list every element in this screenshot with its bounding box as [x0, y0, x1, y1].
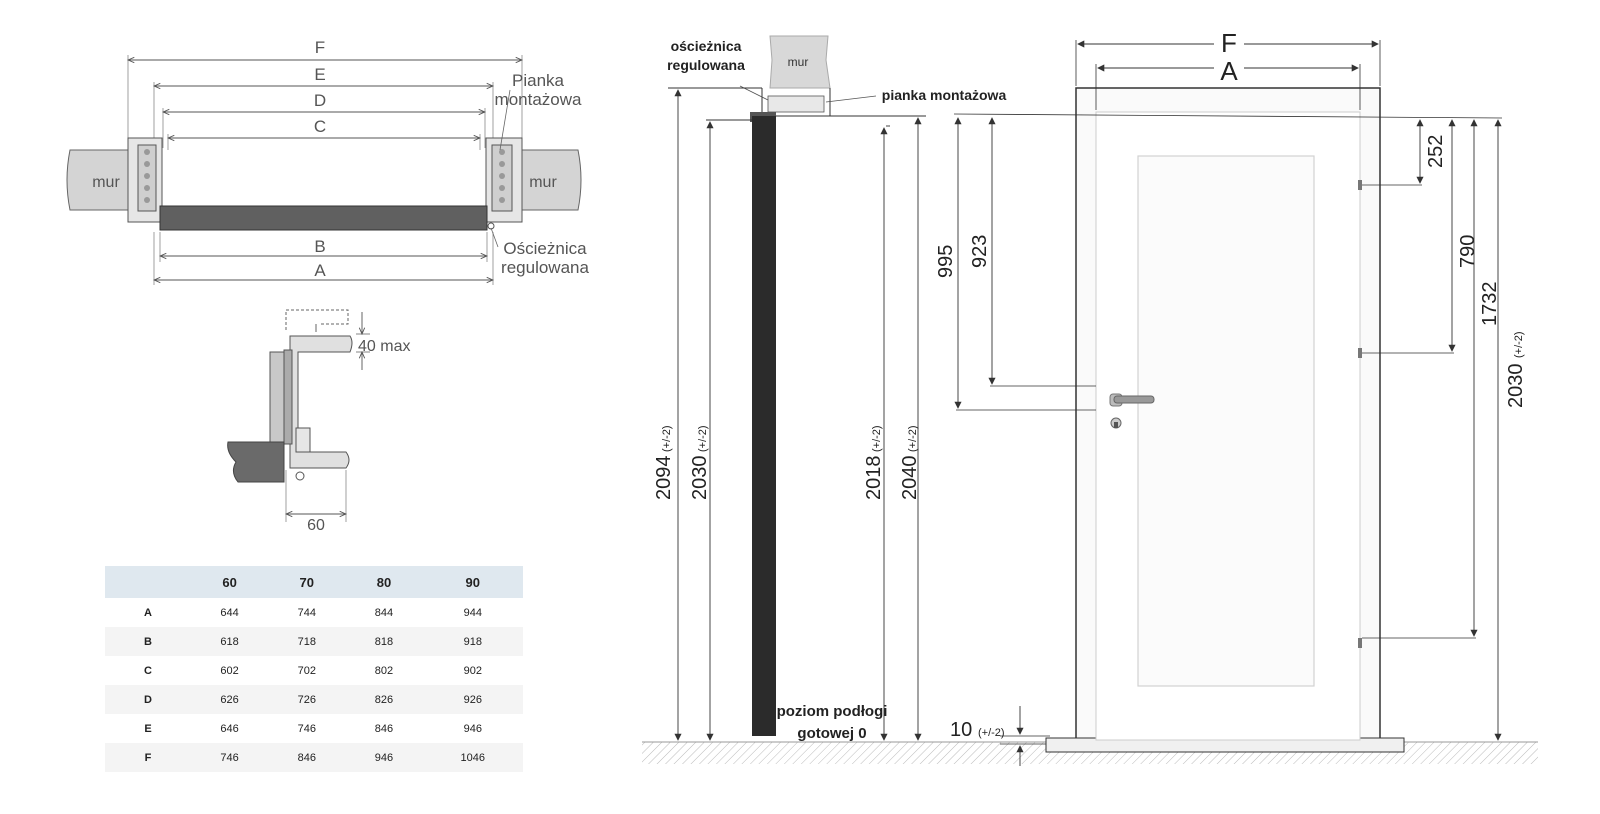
label-2030-door: 2030 [1505, 364, 1527, 409]
table-cell: 926 [422, 685, 523, 714]
table-cell: 602 [220, 664, 239, 677]
hinge-top [1358, 180, 1362, 190]
table-cell: 618 [191, 627, 269, 656]
label-40-max: 40 max [358, 338, 410, 355]
label-c: C [314, 117, 326, 136]
label-10: 10 [950, 719, 972, 741]
row-label: F [105, 743, 191, 772]
label-oscieznica-side-2: regulowana [667, 57, 745, 73]
tol-2030-door: (+/-2) [1513, 331, 1525, 358]
label-2094: 2094 [653, 456, 675, 501]
label-a-door: A [1220, 56, 1238, 86]
table-cell: 626 [191, 685, 269, 714]
label-2040: 2040 [899, 456, 921, 501]
wall-left [66, 149, 131, 211]
table-cell: 844 [374, 606, 394, 619]
label-1732: 1732 [1479, 282, 1501, 327]
table-cell: 744 [297, 606, 316, 619]
label-f-door: F [1221, 28, 1237, 58]
label-b: B [314, 237, 325, 256]
hinge-bottom [1358, 638, 1362, 648]
label-2030-side: 2030 [689, 456, 711, 501]
table-row: E 646 746 846 946 [105, 714, 523, 743]
table-header-cell: 60 [191, 566, 269, 598]
tol-10: (+/-2) [978, 727, 1005, 739]
label-923: 923 [969, 235, 991, 268]
label-790: 790 [1457, 235, 1479, 268]
table-cell: 646 [220, 722, 239, 735]
label-pianka-2: montażowa [495, 90, 582, 109]
row-label: D [105, 685, 191, 714]
table-cell: 1046 [422, 743, 523, 772]
table-cell: 944 [463, 606, 482, 619]
label-d: D [314, 91, 326, 110]
label-252: 252 [1425, 135, 1447, 168]
label-f: F [315, 38, 325, 57]
table-cell: 746 [297, 722, 316, 735]
table-cell: 802 [374, 664, 394, 677]
label-a: A [314, 261, 326, 280]
table-cell: 918 [422, 627, 523, 656]
row-label: E [144, 722, 152, 735]
frame-right [485, 137, 523, 223]
table-row: A 644 744 844 944 [105, 598, 523, 627]
table-row: D 626 726 826 926 [105, 685, 523, 714]
wall-right [521, 149, 582, 211]
label-oscieznica-side-1: ościeżnica [671, 38, 742, 54]
door-elevation-diagram: mur ościeżnica regulowana pianka montażo… [642, 28, 1538, 766]
tol-2094: (+/-2) [661, 425, 673, 452]
table-header-cell [105, 566, 191, 598]
label-mur-right: mur [529, 174, 557, 191]
tol-2040: (+/-2) [907, 425, 919, 452]
label-pianka-side: pianka montażowa [882, 87, 1007, 103]
top-plan-diagram: F E D C B A mur mur Pianka montażowa Ośc… [66, 38, 589, 285]
detail-wall [227, 441, 285, 483]
tol-2018: (+/-2) [871, 425, 883, 452]
door-panel [1137, 155, 1315, 687]
table-header-row: 60 70 80 90 [105, 566, 523, 598]
table-cell: 846 [268, 743, 346, 772]
hinge-mid [1358, 348, 1362, 358]
label-mur: mur [788, 55, 809, 69]
row-label: C [144, 664, 152, 677]
table-row: C 602 702 802 902 [105, 656, 523, 685]
label-60: 60 [307, 517, 325, 534]
table-cell: 946 [345, 743, 423, 772]
frame-detail-diagram: 40 max 60 [227, 309, 410, 534]
label-2018: 2018 [863, 456, 885, 501]
label-floor-1: poziom podłogi [777, 703, 888, 720]
label-oscieznica-2: regulowana [501, 258, 589, 277]
table-cell: 644 [220, 606, 239, 619]
label-oscieznica-1: Ościeżnica [503, 239, 587, 258]
table-cell: 726 [268, 685, 346, 714]
label-mur-left: mur [92, 174, 120, 191]
table-cell: 818 [345, 627, 423, 656]
row-label: B [105, 627, 191, 656]
table-cell: 946 [463, 722, 482, 735]
table-header-cell: 90 [422, 566, 523, 598]
table-cell: 846 [374, 722, 394, 735]
label-e: E [314, 65, 325, 84]
table-cell: 902 [463, 664, 482, 677]
table-row: F 746 846 946 1046 [105, 743, 523, 772]
table-header-cell: 80 [345, 566, 423, 598]
door-leaf-side [752, 116, 776, 736]
label-995: 995 [935, 245, 957, 278]
door-handle [1113, 395, 1155, 404]
tol-2030-side: (+/-2) [697, 425, 709, 452]
table-cell: 826 [345, 685, 423, 714]
table-header-cell: 70 [268, 566, 346, 598]
label-floor-2: gotowej 0 [797, 725, 866, 742]
table-cell: 718 [268, 627, 346, 656]
table-row: B 618 718 818 918 [105, 627, 523, 656]
door-leaf-section [159, 205, 488, 231]
table-cell: 746 [191, 743, 269, 772]
row-label: A [144, 606, 152, 619]
dimensions-table: 60 70 80 90 A 644 744 844 944 B 618 718 … [105, 566, 523, 772]
table-cell: 702 [297, 664, 316, 677]
label-pianka-1: Pianka [512, 71, 565, 90]
